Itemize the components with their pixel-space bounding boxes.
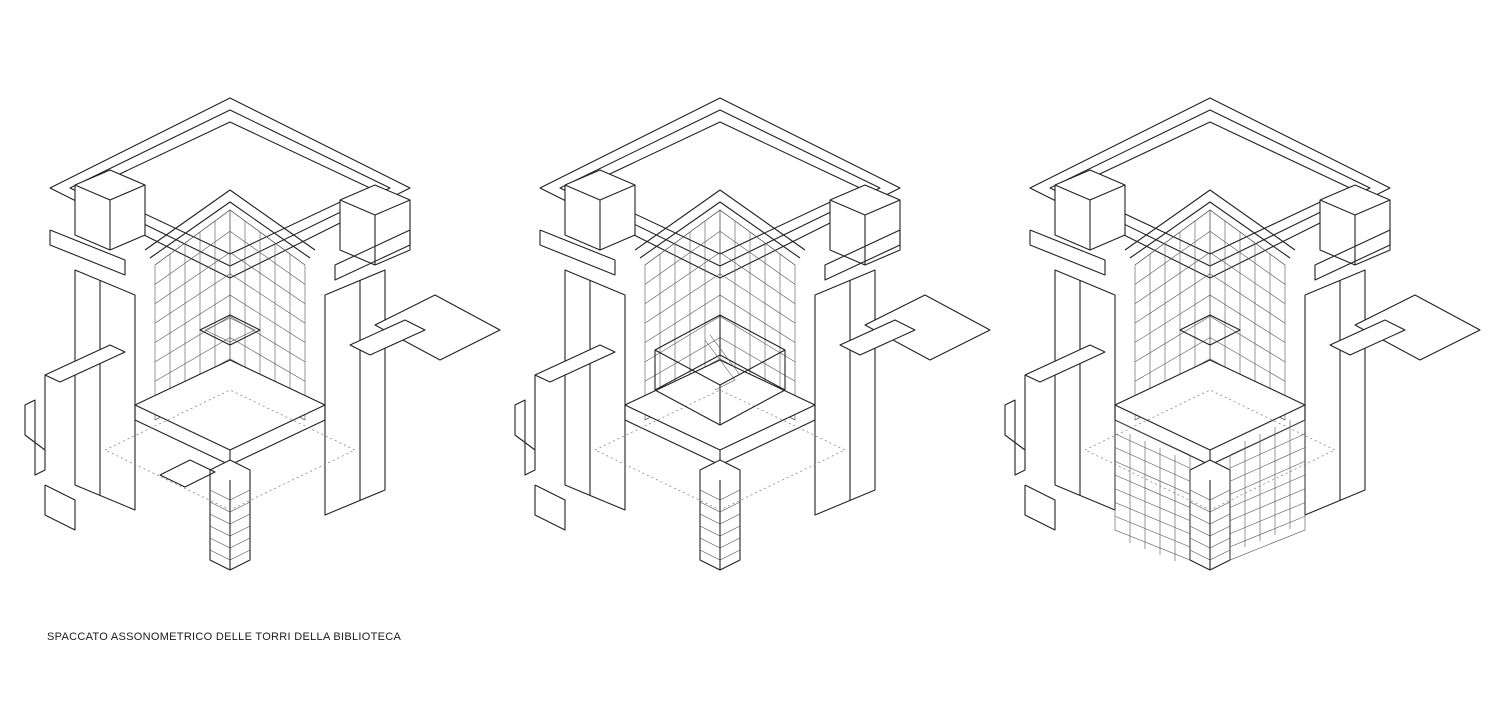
left-balcony bbox=[1024, 344, 1106, 383]
right-balcony bbox=[374, 294, 501, 361]
floor-slab bbox=[1114, 359, 1306, 451]
lower-shelving-right bbox=[1229, 419, 1306, 561]
low-block bbox=[159, 459, 216, 488]
lower-shelving-left bbox=[1114, 419, 1191, 561]
drawing-caption: SPACCATO ASSONOMETRICO DELLE TORRI DELLA… bbox=[47, 631, 402, 643]
right-wall bbox=[1304, 269, 1366, 516]
stair-flight bbox=[704, 339, 736, 391]
left-wall bbox=[74, 269, 136, 511]
mezzanine-opening bbox=[199, 314, 261, 346]
tower-svg bbox=[24, 97, 501, 571]
left-balcony bbox=[44, 344, 126, 383]
tower-svg bbox=[1004, 97, 1481, 571]
right-balcony bbox=[1354, 294, 1481, 361]
floor-slab bbox=[134, 359, 326, 451]
tower-axonometric-3 bbox=[995, 90, 1495, 590]
right-wall bbox=[324, 269, 386, 516]
left-wall bbox=[1054, 269, 1116, 511]
right-balcony bbox=[864, 294, 991, 361]
left-wall bbox=[564, 269, 626, 511]
left-balcony bbox=[534, 344, 616, 383]
tower-axonometric-2 bbox=[505, 90, 1005, 590]
right-wall bbox=[814, 269, 876, 516]
mezzanine-opening bbox=[1179, 314, 1241, 346]
tower-axonometric-1 bbox=[15, 90, 515, 590]
tower-svg bbox=[514, 97, 991, 571]
